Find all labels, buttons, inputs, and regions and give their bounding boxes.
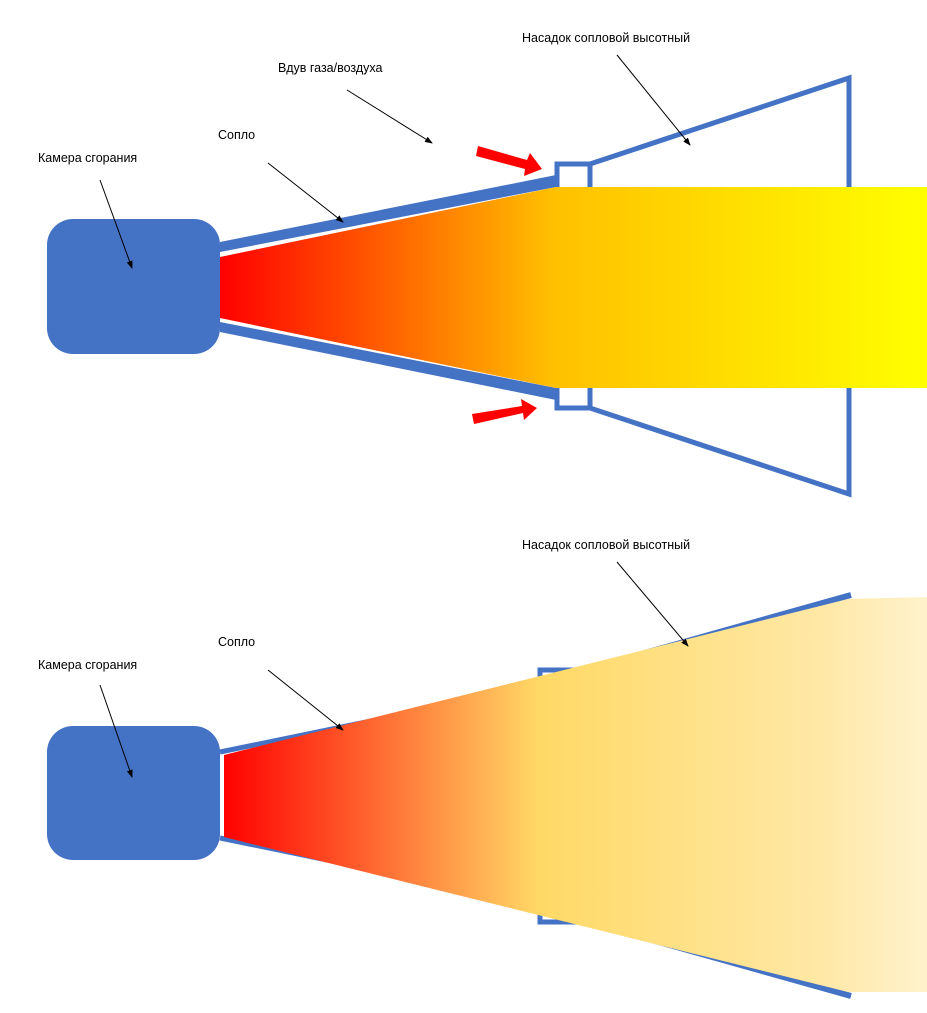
exhaust-plume (220, 187, 927, 388)
pointer-nozzle (267, 669, 344, 731)
pointer-chamber (99, 684, 133, 778)
pointer-injection (346, 89, 433, 144)
injection-ring-upper (554, 161, 593, 187)
label-extension: Насадок сопловой высотный (522, 538, 690, 552)
label-chamber: Камера сгорания (38, 151, 137, 165)
pointer-extension (616, 561, 689, 647)
extension-upper-wall (589, 74, 852, 187)
pointer-nozzle (267, 162, 344, 223)
label-nozzle: Сопло (218, 128, 255, 142)
label-extension: Насадок сопловой высотный (522, 31, 690, 45)
label-injection: Вдув газа/воздуха (278, 61, 383, 75)
label-chamber: Камера сгорания (38, 658, 137, 672)
injection-arrow-upper-icon (476, 146, 542, 176)
injection-ring-lower (554, 388, 593, 411)
injection-arrow-lower-icon (472, 399, 537, 424)
combustion-chamber (47, 726, 220, 860)
nozzle-upper-wall (220, 175, 556, 252)
pointer-chamber (99, 179, 133, 269)
combustion-chamber (47, 219, 220, 354)
exhaust-plume (224, 597, 927, 992)
nozzle-lower-wall (220, 322, 556, 400)
bottom-diagram: Насадок сопловой высотный Сопло Камера с… (38, 538, 927, 999)
label-nozzle: Сопло (218, 635, 255, 649)
top-diagram: Насадок сопловой высотный Вдув газа/возд… (38, 31, 927, 498)
extension-lower-wall (589, 388, 852, 498)
pointer-extension (616, 54, 691, 146)
